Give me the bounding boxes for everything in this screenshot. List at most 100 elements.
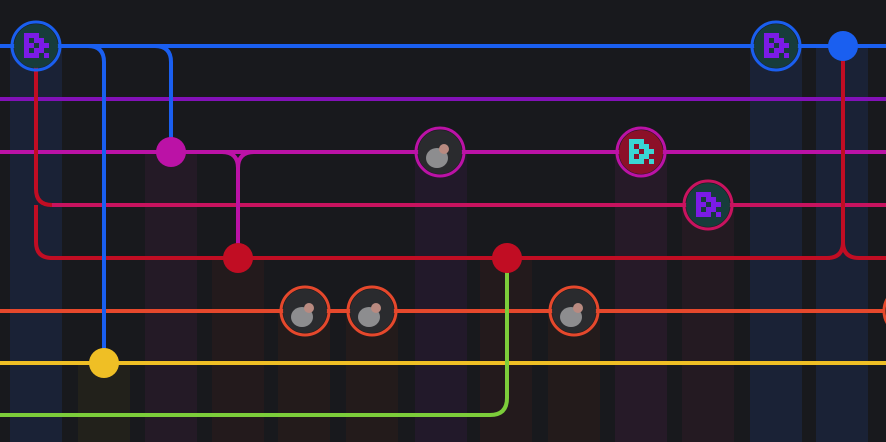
identicon-pixel	[774, 38, 779, 43]
identicon-pixel	[774, 33, 779, 38]
avatar-ring	[750, 20, 802, 72]
identicon-pixel	[711, 202, 716, 207]
commit-column-highlight	[615, 150, 667, 442]
identicon-pixel	[629, 159, 634, 164]
commit-avatar[interactable]	[279, 285, 331, 337]
identicon-pixel	[774, 48, 779, 53]
identicon-pixel	[24, 38, 29, 43]
identicon-pixel	[696, 197, 701, 202]
identicon-pixel	[701, 202, 706, 207]
identicon-pixel	[769, 53, 774, 58]
identicon-pixel	[39, 48, 44, 53]
identicon-pixel	[29, 33, 34, 38]
identicon-pixel	[774, 53, 779, 58]
identicon-pixel	[644, 144, 649, 149]
commit-avatar[interactable]	[548, 285, 600, 337]
commit-column-highlight	[750, 46, 802, 442]
identicon-pixel	[39, 43, 44, 48]
identicon-background	[686, 183, 730, 227]
identicon-pixel	[764, 48, 769, 53]
commit-dot[interactable]	[89, 348, 119, 378]
commit-avatar[interactable]	[10, 20, 62, 72]
identicon-pixel	[629, 144, 634, 149]
photo-head	[371, 303, 381, 313]
identicon-pixel	[711, 207, 716, 212]
identicon-pixel	[764, 53, 769, 58]
avatar-ring	[682, 179, 734, 231]
identicon-pixel	[644, 149, 649, 154]
commit-dot[interactable]	[492, 243, 522, 273]
avatar-ring	[346, 285, 398, 337]
identicon-pixel	[44, 53, 49, 58]
identicon-pixel	[634, 149, 639, 154]
identicon-pixel	[716, 212, 721, 217]
lane-connector-green	[489, 258, 509, 417]
identicon-background	[619, 130, 663, 174]
identicon-pixel	[34, 33, 39, 38]
identicon-pixel	[629, 154, 634, 159]
identicon-pixel	[629, 139, 634, 144]
identicon-pixel	[24, 53, 29, 58]
identicon-background	[754, 24, 798, 68]
commit-dot[interactable]	[828, 31, 858, 61]
identicon-pixel	[696, 192, 701, 197]
lane-connector-magenta	[236, 150, 255, 169]
identicon-pixel	[696, 207, 701, 212]
identicon-pixel	[764, 33, 769, 38]
identicon-pixel	[696, 202, 701, 207]
identicon-pixel	[764, 38, 769, 43]
identicon-pixel	[706, 197, 711, 202]
avatar-ring	[414, 126, 466, 178]
identicon-pixel	[701, 212, 706, 217]
identicon-pixel	[784, 53, 789, 58]
identicon-pixel	[639, 154, 644, 159]
commit-avatar[interactable]	[346, 285, 398, 337]
commit-dot[interactable]	[223, 243, 253, 273]
identicon-pixel	[764, 43, 769, 48]
commit-nodes	[10, 20, 886, 378]
commit-avatar[interactable]	[615, 126, 667, 178]
identicon-pixel	[634, 139, 639, 144]
avatar-ring	[10, 20, 62, 72]
commit-avatar[interactable]	[682, 179, 734, 231]
photo-head	[573, 303, 583, 313]
identicon-pixel	[24, 43, 29, 48]
identicon-pixel	[34, 38, 39, 43]
lane-connector-blue	[154, 44, 173, 152]
identicon-pixel	[696, 212, 701, 217]
identicon-pixel	[649, 159, 654, 164]
identicon-pixel	[39, 38, 44, 43]
identicon-pixel	[634, 159, 639, 164]
commit-avatar[interactable]	[750, 20, 802, 72]
identicon-pixel	[784, 43, 789, 48]
commit-avatar[interactable]	[414, 126, 466, 178]
identicon-pixel	[706, 207, 711, 212]
commit-column-highlight	[682, 204, 734, 442]
identicon-pixel	[769, 33, 774, 38]
column-shades	[10, 46, 868, 442]
lane-connector-red	[34, 205, 53, 260]
identicon-pixel	[24, 48, 29, 53]
identicon-pixel	[769, 43, 774, 48]
identicon-pixel	[701, 192, 706, 197]
identicon-pixel	[639, 139, 644, 144]
commit-column-highlight	[212, 258, 264, 442]
identicon-pixel	[639, 159, 644, 164]
avatar-ring	[548, 285, 600, 337]
photo-head	[439, 144, 449, 154]
identicon-pixel	[24, 33, 29, 38]
photo-head	[304, 303, 314, 313]
lane-connector-red	[841, 241, 886, 260]
identicon-pixel	[639, 144, 644, 149]
identicon-pixel	[644, 154, 649, 159]
commit-dot[interactable]	[156, 137, 186, 167]
lane-connector-red	[34, 46, 53, 207]
identicon-pixel	[711, 197, 716, 202]
identicon-pixel	[649, 149, 654, 154]
identicon-pixel	[706, 192, 711, 197]
identicon-pixel	[29, 53, 34, 58]
identicon-pixel	[779, 38, 784, 43]
identicon-background	[14, 24, 58, 68]
avatar-ring	[279, 285, 331, 337]
identicon-pixel	[706, 212, 711, 217]
